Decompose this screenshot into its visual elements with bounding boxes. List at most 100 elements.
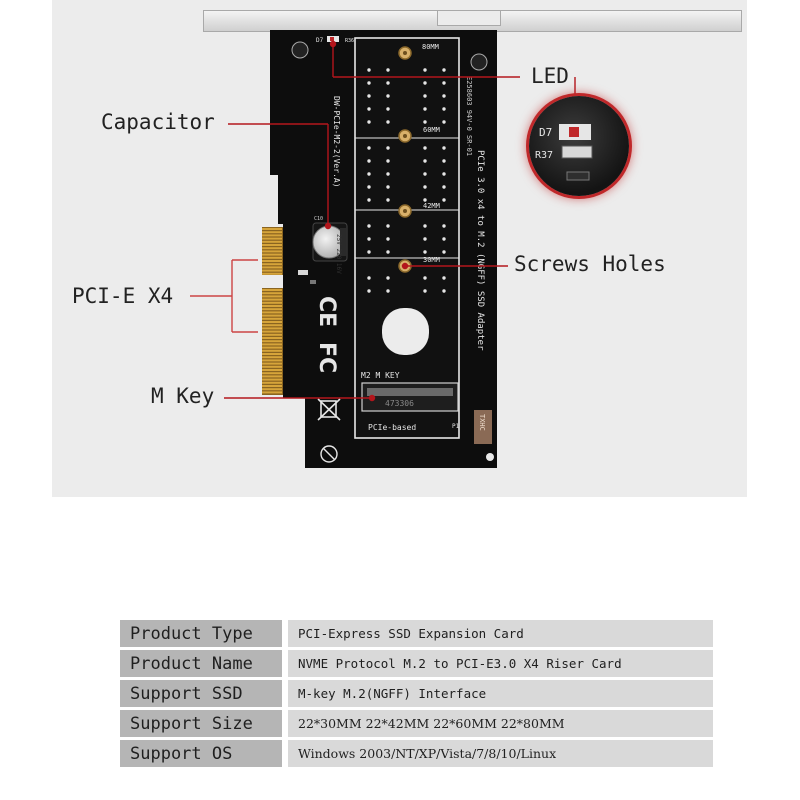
spec-row-support-os: Support OS Windows 2003/NT/XP/Vista/7/8/… xyxy=(120,740,713,767)
gold-finger-contact xyxy=(262,365,282,368)
gold-finger-contact xyxy=(262,321,282,323)
gold-finger-contact xyxy=(262,234,282,237)
gold-finger-contact xyxy=(262,253,282,256)
silk-r36: R36 xyxy=(345,38,354,44)
silk-title: PCIe 3.0 x4 to M.2 (NGFF) SSD Adapter xyxy=(475,150,485,351)
callout-pcie: PCI-E X4 xyxy=(72,284,174,308)
spec-value: NVME Protocol M.2 to PCI-E3.0 X4 Riser C… xyxy=(288,650,713,677)
gold-finger-contact xyxy=(262,346,282,349)
silk-p1: P1 xyxy=(452,423,460,430)
silk-model: DW-PCIe-M2-2(Ver.A) xyxy=(332,96,341,188)
callout-screw-holes: Screws Holes xyxy=(514,252,666,276)
gold-finger-contact xyxy=(262,228,282,230)
silk-pcie-based: PCIe-based xyxy=(368,423,416,432)
gold-finger-contact xyxy=(262,356,282,359)
gold-finger-contact xyxy=(262,375,282,378)
m2-connector xyxy=(361,382,459,412)
via-hole xyxy=(442,289,446,293)
gold-finger-contact xyxy=(262,256,282,259)
via-hole xyxy=(423,68,427,72)
gold-finger-contact xyxy=(262,266,282,269)
via-hole xyxy=(442,237,446,241)
gold-finger-contact xyxy=(262,263,282,266)
via-hole xyxy=(386,120,390,124)
via-hole xyxy=(367,120,371,124)
via-hole xyxy=(386,172,390,176)
gold-finger-contact xyxy=(262,324,282,327)
gold-fingers-top xyxy=(262,227,283,275)
gold-finger-contact xyxy=(262,353,282,355)
via-hole xyxy=(367,172,371,176)
via-hole xyxy=(367,81,371,85)
gold-finger-contact xyxy=(262,240,282,243)
silk-brand: TXHC xyxy=(478,414,486,431)
via-hole xyxy=(442,94,446,98)
pcb-mount-hole-top-right xyxy=(470,53,488,71)
via-hole xyxy=(442,68,446,72)
gold-finger-contact xyxy=(262,369,282,371)
via-hole xyxy=(367,146,371,150)
via-hole xyxy=(367,289,371,293)
gold-finger-contact xyxy=(262,244,282,246)
silk-30mm: 30MM xyxy=(423,256,440,264)
gold-finger-contact xyxy=(262,359,282,362)
spec-key: Support SSD xyxy=(120,680,288,707)
via-hole xyxy=(423,94,427,98)
via-hole xyxy=(423,276,427,280)
via-hole xyxy=(367,276,371,280)
gold-finger-contact xyxy=(262,330,282,333)
gold-finger-contact xyxy=(262,308,282,311)
spec-value: M-key M.2(NGFF) Interface xyxy=(288,680,713,707)
gold-finger-contact xyxy=(262,388,282,391)
gold-finger-contact xyxy=(262,314,282,317)
callout-led: LED xyxy=(531,64,569,88)
via-hole xyxy=(386,81,390,85)
via-hole xyxy=(442,159,446,163)
gold-finger-contact xyxy=(262,381,282,384)
via-hole xyxy=(442,250,446,254)
via-hole xyxy=(367,224,371,228)
via-hole xyxy=(442,172,446,176)
spec-row-product-name: Product Name NVME Protocol M.2 to PCI-E3… xyxy=(120,650,713,677)
spec-key: Support Size xyxy=(120,710,288,737)
gold-finger-contact xyxy=(262,250,282,253)
gold-finger-contact xyxy=(262,269,282,272)
gold-finger-contact xyxy=(262,237,282,240)
gold-finger-contact xyxy=(262,340,282,343)
gold-finger-contact xyxy=(262,272,282,275)
weee-bin-icon xyxy=(317,398,341,421)
spec-row-support-ssd: Support SSD M-key M.2(NGFF) Interface xyxy=(120,680,713,707)
gold-finger-contact xyxy=(262,298,282,301)
gold-finger-contact xyxy=(262,349,282,352)
ce-mark: CE xyxy=(314,296,339,327)
via-hole xyxy=(386,289,390,293)
via-hole xyxy=(386,276,390,280)
via-hole xyxy=(386,146,390,150)
bracket-slot xyxy=(437,11,501,26)
via-hole xyxy=(386,107,390,111)
capacitor-component xyxy=(312,222,348,262)
callout-capacitor: Capacitor xyxy=(101,110,215,134)
gold-fingers-bottom xyxy=(262,288,283,395)
gold-finger-contact xyxy=(262,305,282,307)
via-hole-grid xyxy=(367,68,446,293)
silk-60mm: 60MM xyxy=(423,126,440,134)
silk-80mm: 80MM xyxy=(422,43,439,51)
via-hole xyxy=(423,120,427,124)
gold-finger-contact xyxy=(262,311,282,314)
via-hole xyxy=(423,198,427,202)
gold-finger-contact xyxy=(262,343,282,346)
via-hole xyxy=(442,120,446,124)
via-hole xyxy=(367,250,371,254)
gold-finger-contact xyxy=(262,378,282,381)
via-hole xyxy=(367,198,371,202)
via-hole xyxy=(423,185,427,189)
silk-d7: D7 xyxy=(316,37,324,44)
gold-finger-contact xyxy=(262,362,282,365)
via-hole xyxy=(423,172,427,176)
via-hole xyxy=(423,237,427,241)
inset-r37: R37 xyxy=(535,150,553,161)
gold-finger-contact xyxy=(262,260,282,262)
gold-finger-contact xyxy=(262,333,282,336)
connector-code: 473306 xyxy=(385,399,414,408)
